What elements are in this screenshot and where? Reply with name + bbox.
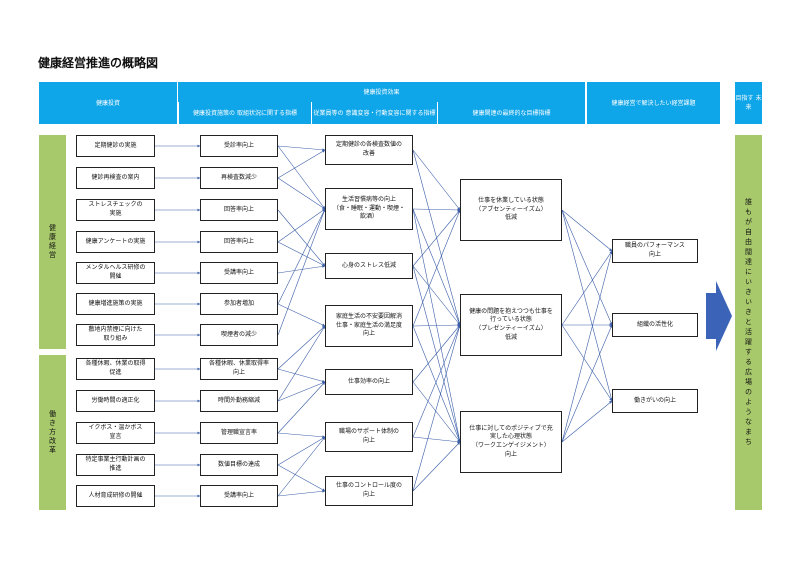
indicator-box: 数値目標の達成 (200, 454, 278, 476)
side-label-hataraki-text: 働き方改革 (48, 410, 57, 455)
investment-box: 人材育成研修の開催 (76, 485, 155, 507)
connector-line (277, 241, 326, 267)
indicator-box: 時間外勤務縮減 (200, 390, 278, 412)
investment-box: 健康増進施策の実施 (76, 293, 155, 315)
behavior-box: 家庭生活の不安要因解消 仕事・家庭生活の満足度 向上 (325, 305, 413, 347)
connector-line (277, 436, 326, 497)
indicator-box: 管理職宣言率 (200, 422, 278, 444)
connector-line (561, 209, 613, 402)
goal-box: 仕事に対してのポジティブで充 実した心理状態 （ワークエンゲイジメント） 向上 (460, 411, 562, 473)
page-title: 健康経営推進の概略図 (38, 56, 159, 70)
future-text: 誰もが自由闊達にいきいきと活躍する広場のようなまち (744, 197, 753, 448)
connector-line (412, 149, 461, 326)
connector-line (412, 265, 461, 326)
connector-line (277, 368, 326, 383)
side-label-kenko: 健康経営 (39, 135, 66, 349)
investment-box: 労働時間の適正化 (76, 390, 155, 412)
connector-line (412, 324, 461, 383)
connector-line (277, 177, 326, 210)
investment-box: メンタルヘルス研修の 開催 (76, 262, 155, 284)
connector-line (277, 325, 326, 370)
connector-line (412, 324, 461, 492)
behavior-box: 生活習慣病等の向上 （食・睡眠・運動・喫煙・ 飲酒） (325, 188, 413, 230)
connector-line (412, 208, 461, 443)
investment-box: 健康アンケートの実施 (76, 231, 155, 253)
goal-box: 仕事を休業している状態 （アブセンティーイズム） 低減 (460, 179, 562, 241)
connector-line (412, 209, 461, 267)
connector-line (412, 323, 461, 327)
header-future: 目指す 未来 (735, 82, 762, 124)
header-issue: 健康経営で解決したい経営課題 (586, 82, 720, 124)
behavior-box: 仕事効率の向上 (325, 369, 413, 395)
indicator-box: 回答率向上 (200, 231, 278, 253)
behavior-box: 心身のストレス低減 (325, 253, 413, 279)
connector-line (412, 208, 461, 326)
connector-line (412, 209, 461, 327)
connector-line (412, 265, 461, 443)
indicator-box: 喫煙者の減少 (200, 324, 278, 346)
connector-line (561, 250, 613, 443)
issue-box: 組織の活性化 (612, 313, 698, 337)
investment-box: ストレスチェックの 実施 (76, 199, 155, 221)
connector-line (412, 325, 461, 443)
arrow-right-icon (706, 281, 732, 351)
connector-line (412, 208, 461, 212)
header-effects-group: 健康投資効果 (178, 82, 585, 102)
connector-line (277, 432, 326, 439)
connector-line (277, 145, 326, 152)
connector-line (277, 381, 326, 402)
investment-box: 各種休暇、休業の取得 促進 (76, 358, 155, 380)
header-behavior: 従業員等の 意識変容・行動変容に関する指標 (311, 102, 437, 124)
connector-line (412, 149, 461, 211)
connector-line (277, 325, 326, 402)
investment-box: 定期健診の実施 (76, 135, 155, 157)
header-goal: 健康関連の最終的な目標指標 (437, 102, 585, 124)
connector-line (277, 145, 326, 210)
connector-line (412, 324, 461, 438)
future-column: 誰もが自由闊達にいきいきと活躍する広場のようなまち (735, 135, 762, 510)
investment-box: 敷地内禁煙に向けた 取り組み (76, 324, 155, 346)
indicator-box: 受講率向上 (200, 262, 278, 284)
indicator-box: 回答率向上 (200, 199, 278, 221)
connector-line (277, 381, 326, 434)
behavior-box: 定期健診の各検査数値の 改善 (325, 135, 413, 165)
indicator-box: 再検査数減少 (200, 167, 278, 189)
issue-box: 職員のパフォーマンス 向上 (612, 239, 698, 263)
side-label-kenko-text: 健康経営 (48, 224, 57, 260)
indicator-box: 各種休暇、休業取得率 向上 (200, 358, 278, 380)
goal-box: 健康の問題を抱えつつも仕事を 行っている状態 （プレゼンティーイズム） 低減 (460, 294, 562, 356)
behavior-box: 仕事のコントロール度の 向上 (325, 476, 413, 506)
connector-line (277, 208, 326, 336)
indicator-box: 参加者増加 (200, 293, 278, 315)
connector-line (277, 264, 326, 274)
connector-line (561, 250, 613, 326)
behavior-box: 職場のサポート体制の 向上 (325, 422, 413, 452)
indicator-box: 受講率向上 (200, 485, 278, 507)
connector-line (561, 324, 613, 443)
connector-line (561, 209, 613, 252)
investment-box: 健診再検査の案内 (76, 167, 155, 189)
connector-line (412, 441, 461, 492)
investment-box: 特定事業主行動計画の 推進 (76, 454, 155, 476)
connector-line (277, 208, 326, 243)
connector-line (561, 209, 613, 326)
investment-box: イクボス・温かボス 宣言 (76, 422, 155, 444)
indicator-box: 受診率向上 (200, 135, 278, 157)
connector-line (277, 303, 326, 327)
connector-line (412, 436, 461, 444)
connector-line (277, 209, 326, 267)
connector-line (277, 436, 326, 466)
connector-line (277, 149, 326, 179)
header-indicators: 健康投資施策の 取組状況に関する指標 (178, 102, 311, 124)
connector-line (561, 324, 613, 402)
connector-line (277, 489, 326, 497)
connector-line (277, 464, 326, 492)
connector-line (277, 208, 326, 305)
connector-line (561, 400, 613, 443)
connector-line (412, 381, 461, 443)
header-investment: 健康投資 (39, 82, 177, 124)
side-label-hataraki: 働き方改革 (39, 355, 66, 510)
issue-box: 働きがいの向上 (612, 389, 698, 413)
